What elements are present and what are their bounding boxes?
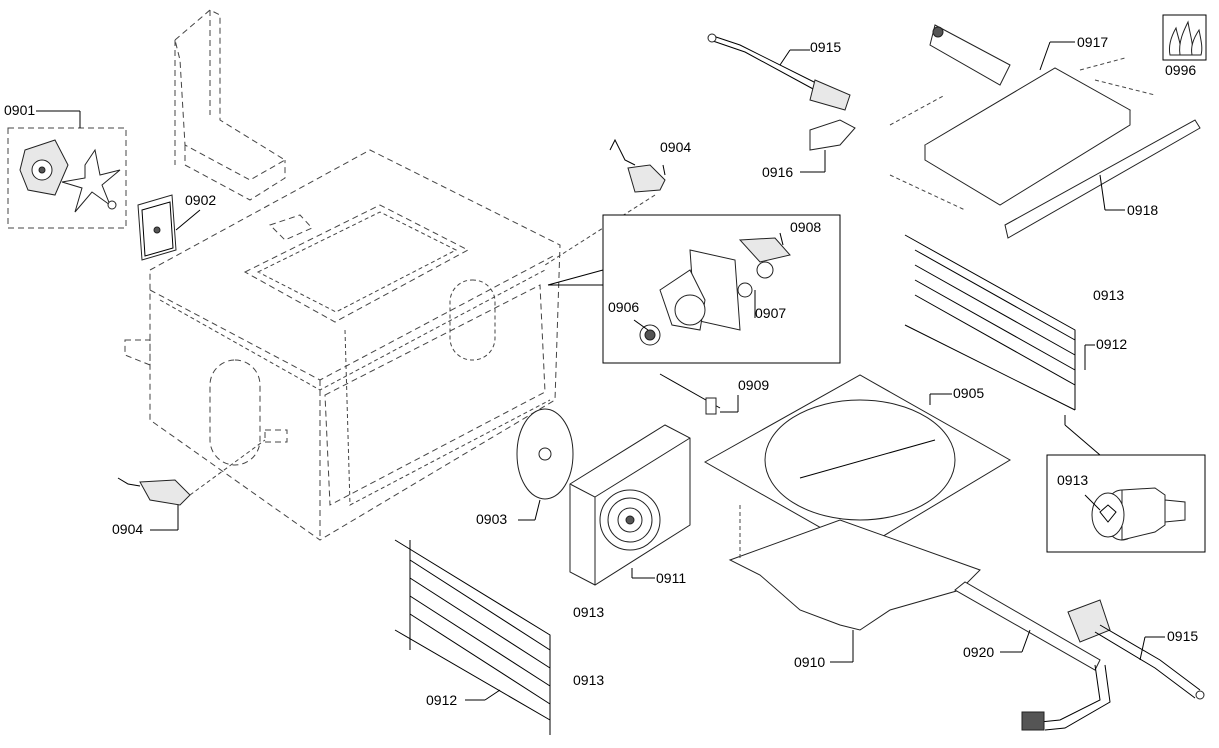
label-0915-top: 0915 xyxy=(810,39,841,55)
label-0912-right: 0912 xyxy=(1096,336,1127,352)
part-0917-broil-heater xyxy=(889,24,1156,211)
label-0904-bottom: 0904 xyxy=(112,521,143,537)
label-0904-top: 0904 xyxy=(660,139,691,155)
label-0916: 0916 xyxy=(762,164,793,180)
part-0915-wiring-bottom xyxy=(1067,599,1205,700)
callout-labels: 0901 0902 0903 0904 0904 0905 0906 0907 … xyxy=(4,34,1198,708)
part-0915-wiring-top xyxy=(707,33,851,111)
label-0913-left-top: 0913 xyxy=(573,604,604,620)
oven-cavity xyxy=(124,149,561,541)
label-0909: 0909 xyxy=(738,377,769,393)
label-0911: 0911 xyxy=(656,570,686,586)
label-0910: 0910 xyxy=(794,654,825,670)
label-0915-bottom: 0915 xyxy=(1167,628,1198,644)
part-0912-rack-left xyxy=(394,539,551,735)
top-duct xyxy=(174,9,286,201)
label-0917: 0917 xyxy=(1077,34,1108,50)
label-0901: 0901 xyxy=(4,102,35,118)
label-0907: 0907 xyxy=(755,305,786,321)
label-0913-right-top: 0913 xyxy=(1093,287,1124,303)
flame-icon xyxy=(1162,14,1207,61)
inset-0913-screw-detail xyxy=(1046,454,1206,553)
part-0912-rack-right xyxy=(904,234,1101,456)
part-0905-baffle-plate xyxy=(703,374,1011,551)
label-0996: 0996 xyxy=(1165,62,1196,78)
label-0913-left-bottom: 0913 xyxy=(573,672,604,688)
part-0904-sensor-bottom xyxy=(117,439,266,531)
part-0903-disc xyxy=(516,408,574,521)
part-0901-fan-motor xyxy=(7,110,127,229)
part-0910-bottom-plate xyxy=(728,505,981,663)
label-0902: 0902 xyxy=(185,192,216,208)
label-0903: 0903 xyxy=(476,511,507,527)
part-0909-probe xyxy=(659,373,739,415)
label-0920: 0920 xyxy=(963,644,994,660)
label-0913-inset: 0913 xyxy=(1057,472,1088,488)
inset-thermostat-detail xyxy=(547,214,841,364)
part-0920-burner-tube xyxy=(954,581,1111,731)
label-0912-left: 0912 xyxy=(426,692,457,708)
part-0918-heater-strip xyxy=(1004,119,1201,239)
label-0918: 0918 xyxy=(1127,202,1158,218)
label-0908: 0908 xyxy=(790,219,821,235)
part-0911-fan-housing xyxy=(569,424,691,586)
part-0902-cover-plate xyxy=(137,194,201,261)
label-0905: 0905 xyxy=(953,385,984,401)
part-0904-sensor-top xyxy=(544,138,666,266)
part-0916-bracket xyxy=(800,119,856,173)
label-0906: 0906 xyxy=(608,299,639,315)
